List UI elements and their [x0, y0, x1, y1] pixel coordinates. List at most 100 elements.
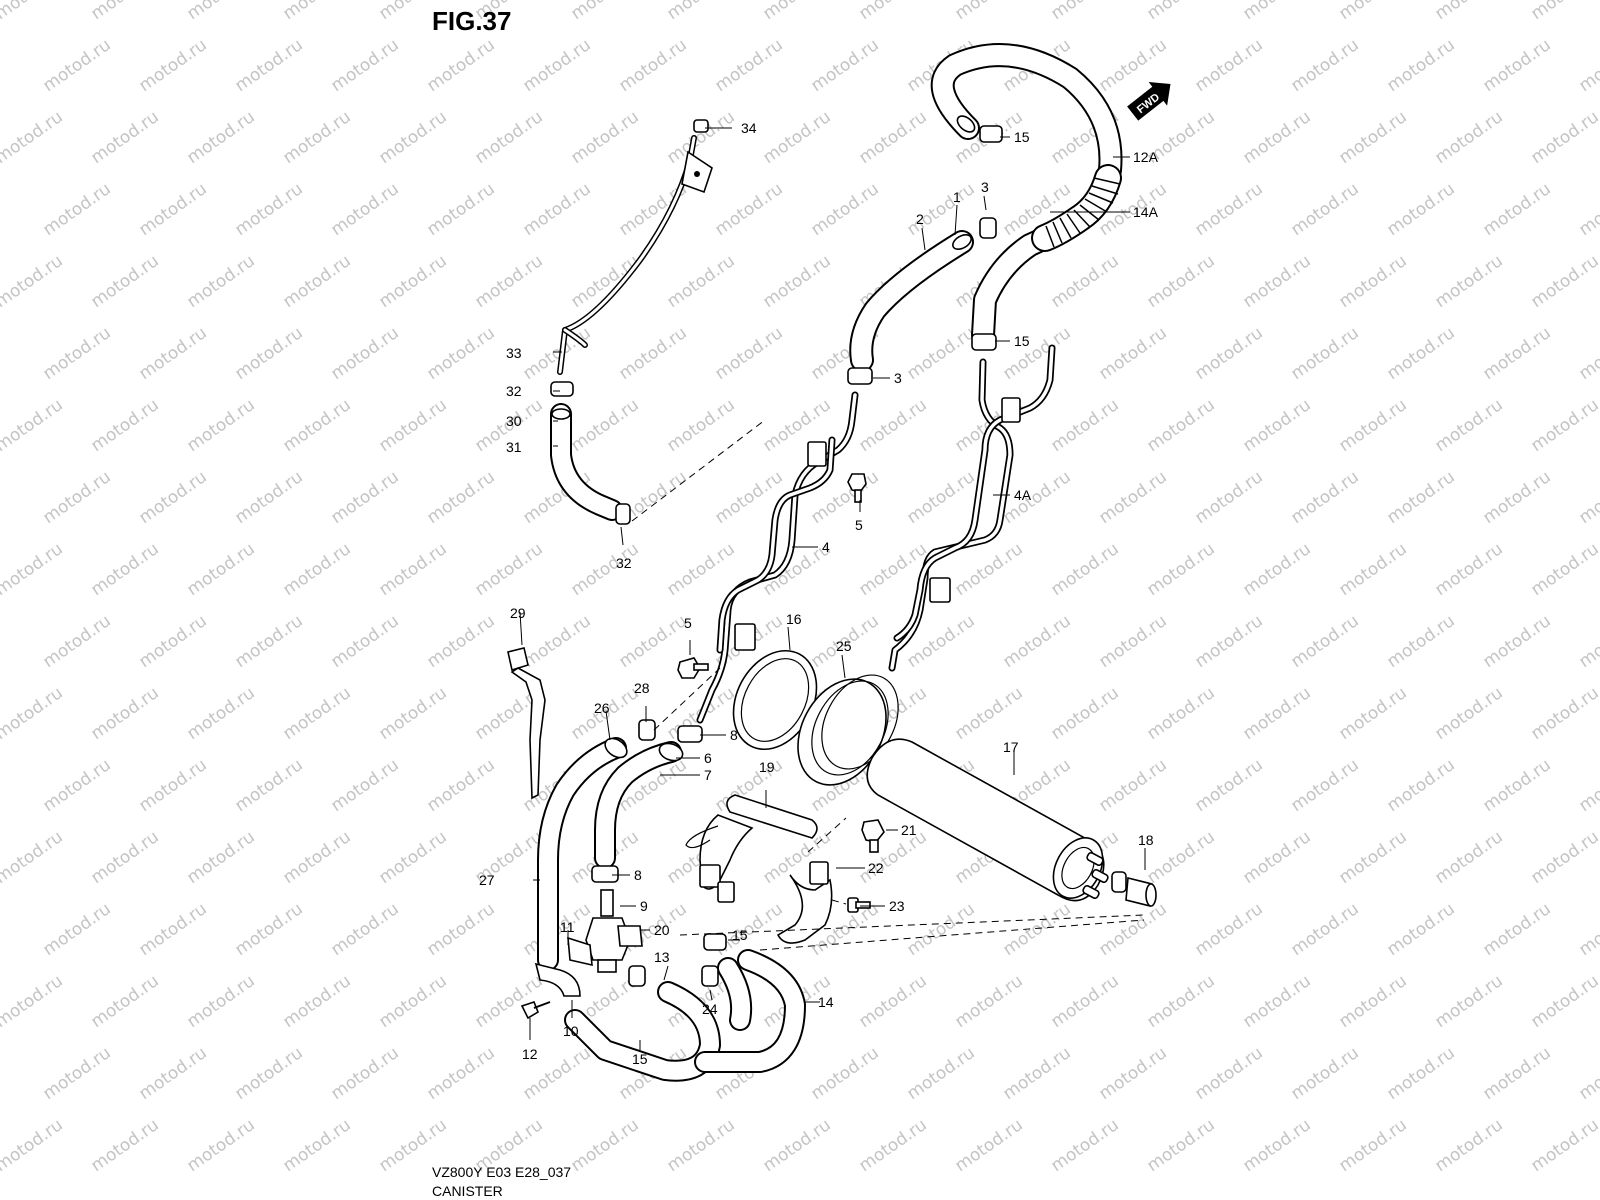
watermark-168: motod.ru — [1479, 611, 1554, 672]
watermark-272: motod.ru — [0, 1115, 67, 1176]
watermark-51: motod.ru — [39, 179, 114, 240]
watermark-63: motod.ru — [1191, 179, 1266, 240]
callout-8-b: 8 — [634, 867, 642, 883]
callout-3-b: 3 — [894, 370, 902, 386]
watermark-16: motod.ru — [1527, 0, 1600, 24]
watermark-135: motod.ru — [1575, 467, 1600, 528]
watermark-7: motod.ru — [663, 0, 738, 24]
clamp-3-lower-icon — [847, 367, 873, 385]
callout-9: 9 — [640, 898, 648, 914]
callout-13: 13 — [654, 949, 670, 965]
watermark-11: motod.ru — [1047, 0, 1122, 24]
watermark-19: motod.ru — [231, 35, 306, 96]
watermark-90: motod.ru — [519, 323, 594, 384]
watermark-278: motod.ru — [567, 1115, 642, 1176]
clamp-8-lower-icon — [591, 865, 619, 883]
watermark-69: motod.ru — [87, 251, 162, 312]
watermark-58: motod.ru — [711, 179, 786, 240]
watermark-273: motod.ru — [87, 1115, 162, 1176]
watermark-287: motod.ru — [1431, 1115, 1506, 1176]
watermark-130: motod.ru — [1095, 467, 1170, 528]
bolt-23-icon — [847, 897, 871, 913]
callout-3-a: 3 — [981, 179, 989, 195]
watermark-235: motod.ru — [1383, 899, 1458, 960]
watermark-37: motod.ru — [279, 107, 354, 168]
clamp-3-upper-icon — [979, 217, 997, 239]
watermark-35: motod.ru — [87, 107, 162, 168]
watermark-116: motod.ru — [1335, 395, 1410, 456]
watermark-267: motod.ru — [1191, 1043, 1266, 1104]
watermark-72: motod.ru — [375, 251, 450, 312]
watermark-64: motod.ru — [1287, 179, 1362, 240]
watermark-60: motod.ru — [903, 179, 978, 240]
callout-7: 7 — [704, 767, 712, 783]
watermark-73: motod.ru — [471, 251, 546, 312]
watermark-201: motod.ru — [1383, 755, 1458, 816]
callout-23: 23 — [889, 898, 905, 914]
watermark-88: motod.ru — [327, 323, 402, 384]
callout-1: 1 — [953, 189, 961, 205]
watermark-20: motod.ru — [327, 35, 402, 96]
watermark-174: motod.ru — [375, 683, 450, 744]
callout-25: 26 — [594, 700, 610, 716]
watermark-188: motod.ru — [135, 755, 210, 816]
watermark-66: motod.ru — [1479, 179, 1554, 240]
watermark-280: motod.ru — [759, 1115, 834, 1176]
watermark-86: motod.ru — [135, 323, 210, 384]
watermark-288: motod.ru — [1527, 1115, 1600, 1176]
watermark-258: motod.ru — [327, 1043, 402, 1104]
watermark-154: motod.ru — [135, 611, 210, 672]
watermark-222: motod.ru — [135, 899, 210, 960]
callout-6: 6 — [704, 750, 712, 766]
watermark-217: motod.ru — [1239, 827, 1314, 888]
watermark-103: motod.ru — [87, 395, 162, 456]
watermark-99: motod.ru — [1383, 323, 1458, 384]
watermark-166: motod.ru — [1287, 611, 1362, 672]
watermark-42: motod.ru — [759, 107, 834, 168]
watermark-165: motod.ru — [1191, 611, 1266, 672]
watermark-75: motod.ru — [663, 251, 738, 312]
watermark-266: motod.ru — [1095, 1043, 1170, 1104]
callout-5-a: 5 — [855, 517, 863, 533]
watermark-140: motod.ru — [375, 539, 450, 600]
watermark-25: motod.ru — [807, 35, 882, 96]
watermark-134: motod.ru — [1479, 467, 1554, 528]
watermark-9: motod.ru — [855, 0, 930, 24]
watermark-231: motod.ru — [999, 899, 1074, 960]
watermark-265: motod.ru — [999, 1043, 1074, 1104]
leader-lines-solid — [519, 127, 1146, 1050]
watermark-182: motod.ru — [1143, 683, 1218, 744]
watermark-119: motod.ru — [39, 467, 114, 528]
watermark-131: motod.ru — [1191, 467, 1266, 528]
watermark-32: motod.ru — [1479, 35, 1554, 96]
watermark-128: motod.ru — [903, 467, 978, 528]
watermark-191: motod.ru — [423, 755, 498, 816]
callout-32-b: 32 — [616, 555, 632, 571]
watermark-283: motod.ru — [1047, 1115, 1122, 1176]
bracket-22 — [776, 861, 833, 944]
clamp-32-lower-icon — [615, 503, 631, 525]
watermark-123: motod.ru — [423, 467, 498, 528]
watermark-118: motod.ru — [1527, 395, 1600, 456]
watermark-199: motod.ru — [1191, 755, 1266, 816]
clamp-34-icon — [693, 119, 709, 133]
watermark-253: motod.ru — [1431, 971, 1506, 1032]
watermark-121: motod.ru — [231, 467, 306, 528]
callout-4a: 4A — [1014, 487, 1032, 503]
cap-18-icon — [1125, 876, 1157, 908]
watermark-59: motod.ru — [807, 179, 882, 240]
watermark-156: motod.ru — [327, 611, 402, 672]
hose-25-26 — [537, 737, 628, 971]
watermark-204: motod.ru — [0, 827, 67, 888]
callout-18: 18 — [1138, 832, 1154, 848]
watermark-270: motod.ru — [1479, 1043, 1554, 1104]
watermark-198: motod.ru — [1095, 755, 1170, 816]
mounting-plate — [681, 150, 713, 194]
watermark-15: motod.ru — [1431, 0, 1506, 24]
watermark-91: motod.ru — [615, 323, 690, 384]
callout-21: 21 — [901, 822, 917, 838]
watermark-207: motod.ru — [279, 827, 354, 888]
watermark-251: motod.ru — [1239, 971, 1314, 1032]
watermark-65: motod.ru — [1383, 179, 1458, 240]
callout-15-d: 15 — [632, 1051, 648, 1067]
